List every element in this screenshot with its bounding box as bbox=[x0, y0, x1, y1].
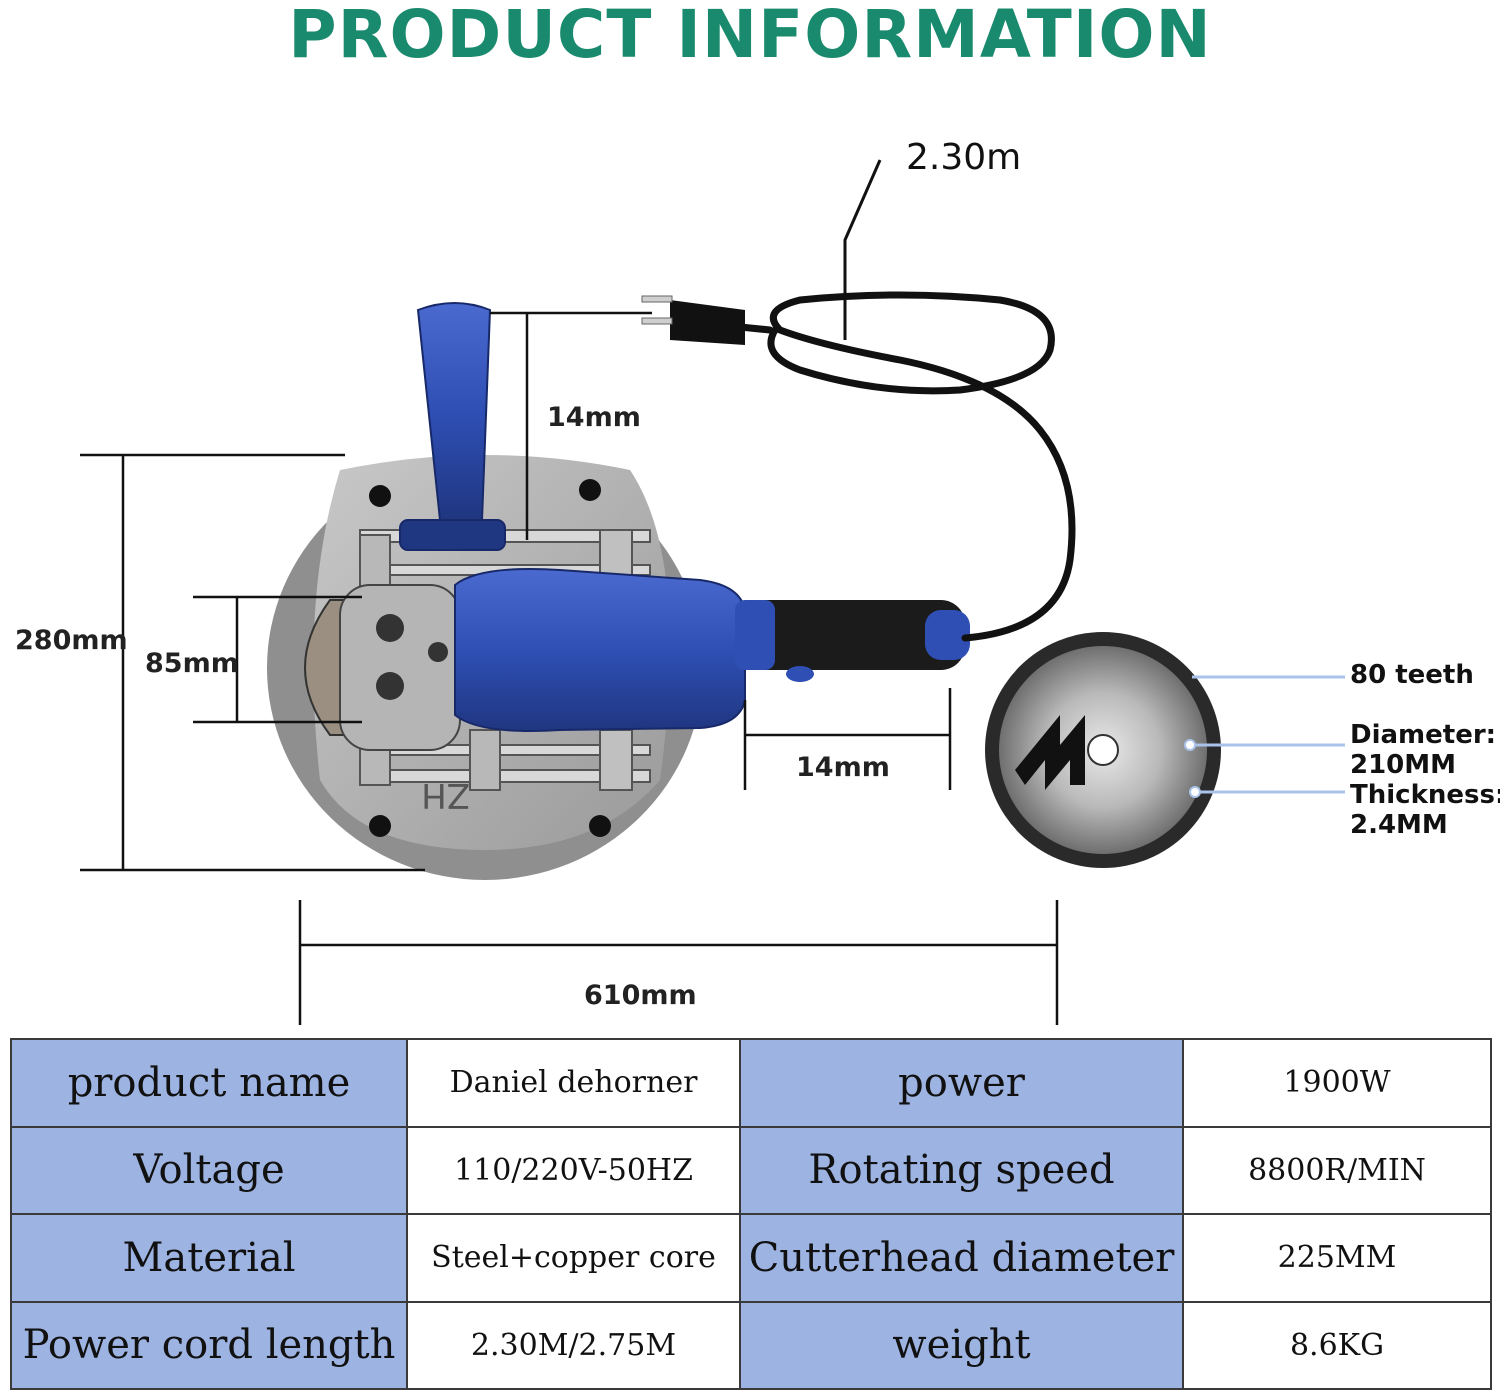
dimension-lines bbox=[80, 311, 1059, 1025]
spec-key: Material bbox=[10, 1213, 408, 1303]
diameter-title: Diameter: bbox=[1350, 720, 1497, 750]
plug bbox=[641, 295, 745, 345]
thickness-title: Thickness: bbox=[1350, 780, 1500, 810]
product-diagram: ZH bbox=[15, 137, 1500, 1025]
blade-teeth-label: 80 teeth bbox=[1350, 660, 1474, 690]
handle-gap-label: 14mm bbox=[547, 402, 641, 433]
spec-value: 225MM bbox=[1182, 1213, 1492, 1303]
spec-key: product name bbox=[10, 1038, 408, 1128]
spec-key: power bbox=[739, 1038, 1184, 1128]
table-row: Material Steel+copper core Cutterhead di… bbox=[10, 1213, 1492, 1303]
motor-body bbox=[454, 568, 970, 732]
power-cord bbox=[736, 291, 1076, 642]
spec-key: weight bbox=[739, 1300, 1184, 1390]
height-label: 280mm bbox=[15, 625, 128, 656]
blade-gap-label: 14mm bbox=[796, 752, 890, 783]
table-row: Voltage 110/220V-50HZ Rotating speed 880… bbox=[10, 1125, 1492, 1215]
spec-value: Steel+copper core bbox=[406, 1213, 741, 1303]
blade-callouts bbox=[1190, 675, 1345, 794]
spec-value: 1900W bbox=[1182, 1038, 1492, 1128]
side-handle bbox=[399, 302, 506, 551]
spec-key: Power cord length bbox=[10, 1300, 408, 1390]
gear-head bbox=[339, 584, 461, 751]
inner-height-label: 85mm bbox=[145, 648, 239, 679]
product-illustration: ZH bbox=[80, 159, 1345, 1025]
cord-length-label: 2.30m bbox=[906, 137, 1022, 178]
cord-length-pointer bbox=[843, 159, 882, 340]
spec-value: 8800R/MIN bbox=[1182, 1125, 1492, 1215]
spec-key: Rotating speed bbox=[739, 1125, 1184, 1215]
spec-value: 2.30M/2.75M bbox=[406, 1300, 741, 1390]
page-title: PRODUCT INFORMATION bbox=[288, 0, 1212, 73]
saw-blade bbox=[985, 632, 1221, 868]
blade-diameter-label: Diameter: 210MM bbox=[1350, 720, 1496, 780]
width-label: 610mm bbox=[584, 980, 697, 1011]
spec-value: Daniel dehorner bbox=[406, 1038, 741, 1128]
spec-key: Voltage bbox=[10, 1125, 408, 1215]
cutter-blade-edge bbox=[304, 599, 346, 736]
thickness-value: 2.4MM bbox=[1350, 810, 1448, 840]
spec-value: 8.6KG bbox=[1182, 1300, 1492, 1390]
table-row: product name Daniel dehorner power 1900W bbox=[10, 1038, 1492, 1128]
blade-thickness-label: Thickness: 2.4MM bbox=[1350, 780, 1500, 840]
spec-table: product name Daniel dehorner power 1900W… bbox=[10, 1038, 1492, 1390]
spec-key: Cutterhead diameter bbox=[739, 1213, 1184, 1303]
table-row: Power cord length 2.30M/2.75M weight 8.6… bbox=[10, 1300, 1492, 1390]
spec-value: 110/220V-50HZ bbox=[406, 1125, 741, 1215]
diameter-value: 210MM bbox=[1350, 750, 1457, 780]
